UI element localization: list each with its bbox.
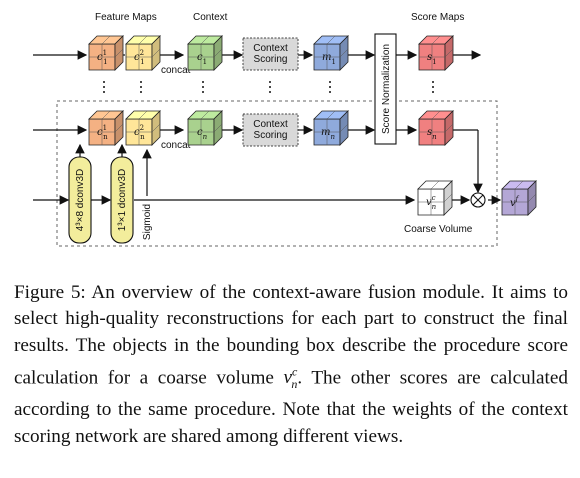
context-scoring-top-line2: Scoring bbox=[254, 54, 288, 65]
cubes-layer bbox=[88, 35, 537, 216]
cube-s-n-grid-side bbox=[444, 123, 454, 133]
context-scoring-top-line1: Context bbox=[253, 43, 288, 54]
cube-s-1-label: s1 bbox=[427, 52, 437, 66]
conv-1x1-box bbox=[110, 156, 134, 244]
header-feature-maps: Feature Maps bbox=[95, 12, 157, 23]
context-scoring-bottom-line1: Context bbox=[253, 119, 288, 130]
score-normalization-label: Score Normalization bbox=[381, 44, 392, 134]
concat-top-label: concat bbox=[161, 65, 191, 76]
conv-4x8-box bbox=[68, 156, 92, 244]
figure-caption: Figure 5: An overview of the context-awa… bbox=[14, 280, 568, 450]
cube-m-n-label: mn bbox=[321, 127, 335, 141]
cube-ctx-n-grid-top bbox=[200, 110, 210, 120]
coarse-volume-label: Coarse Volume bbox=[404, 224, 473, 235]
cube-ctx-n-label: cn bbox=[197, 127, 208, 141]
context-scoring-top-box bbox=[242, 37, 299, 71]
cube-s-n-grid-top bbox=[431, 110, 441, 120]
lower-arrows bbox=[33, 143, 502, 205]
conv-4x8-label: 4³×8 dconv3D bbox=[75, 169, 86, 232]
cube-c1-1-grid-top bbox=[101, 35, 111, 45]
cube-m-n-grid-top bbox=[326, 110, 336, 120]
cube-m-n-grid-side bbox=[339, 123, 349, 133]
cube-ctx-n-grid-side bbox=[213, 123, 223, 133]
caption-text-1: An overview of the context-aware fusion … bbox=[14, 282, 568, 389]
cube-ctx-1-label: c1 bbox=[197, 52, 207, 66]
cube-s-1-grid-top bbox=[431, 35, 441, 45]
cube-ctx-1-grid-side bbox=[213, 48, 223, 58]
cube-c2-1-grid-top bbox=[101, 110, 111, 120]
cube-ctx-1-grid-top bbox=[200, 35, 210, 45]
cube-s-n-label: sn bbox=[427, 127, 437, 141]
cube-m-1-label: m1 bbox=[322, 52, 336, 66]
fusion-diagram: Feature Maps Context Score Maps bbox=[33, 12, 537, 247]
ellipsis-dots bbox=[103, 81, 434, 93]
cube-m-1-grid-side bbox=[339, 48, 349, 58]
caption-variable: vcn bbox=[283, 364, 298, 392]
score-normalization-box bbox=[374, 33, 397, 145]
conv-1x1-label: 1³×1 dconv3D bbox=[117, 169, 128, 232]
cube-c2-2-grid-side bbox=[151, 123, 161, 133]
cube-s-1-grid-side bbox=[444, 48, 454, 58]
sigmoid-label: Sigmoid bbox=[142, 204, 153, 240]
header-score-maps: Score Maps bbox=[411, 12, 464, 23]
header-context: Context bbox=[193, 12, 228, 23]
cube-v-f-label: vf bbox=[510, 195, 520, 209]
cube-c2-1-grid-side bbox=[114, 123, 124, 133]
cube-c1-2-grid-top bbox=[138, 35, 148, 45]
multiply-op bbox=[470, 192, 486, 208]
cube-v-c-grid-top bbox=[430, 180, 440, 190]
context-scoring-bottom-box bbox=[242, 113, 299, 147]
concat-bottom-label: concat bbox=[161, 140, 191, 151]
bounding-box bbox=[56, 100, 498, 247]
caption-text-2: . The other scores are calculated accord… bbox=[14, 367, 568, 447]
cube-m-1-grid-top bbox=[326, 35, 336, 45]
cube-c1-1-grid-side bbox=[114, 48, 124, 58]
cube-c2-2-grid-top bbox=[138, 110, 148, 120]
bottom-row-arrows bbox=[33, 125, 483, 194]
context-scoring-bottom-line2: Scoring bbox=[254, 130, 288, 141]
cube-c1-2-grid-side bbox=[151, 48, 161, 58]
cube-v-f-grid-side bbox=[527, 193, 537, 203]
cube-v-f-grid-top bbox=[514, 180, 524, 190]
caption-figure-number: Figure 5: bbox=[14, 282, 86, 303]
cube-v-c-grid-side bbox=[443, 193, 453, 203]
